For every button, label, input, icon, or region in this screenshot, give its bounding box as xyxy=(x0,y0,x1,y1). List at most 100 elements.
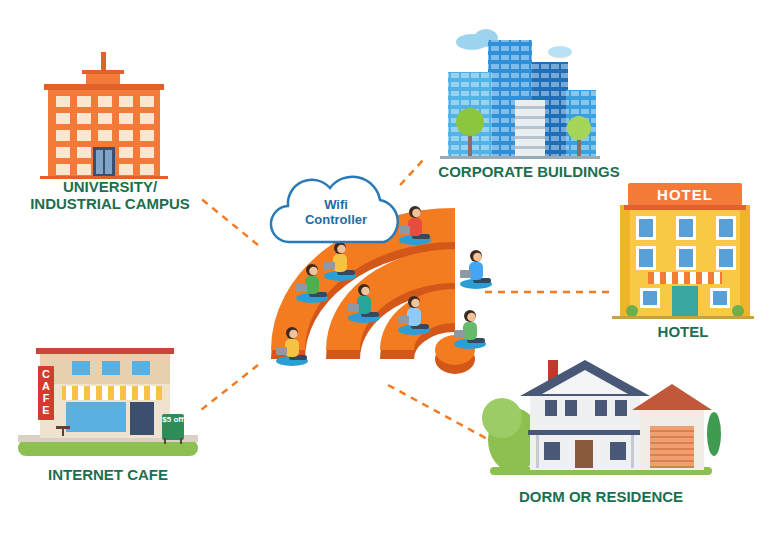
wifi-symbol xyxy=(288,225,455,350)
wifi-users xyxy=(460,250,492,289)
university-building xyxy=(56,96,154,175)
dashed-link xyxy=(201,365,258,410)
dorm-house xyxy=(640,408,704,470)
hotel-building xyxy=(640,288,660,308)
university-building xyxy=(82,70,124,74)
dashed-link xyxy=(388,385,488,439)
location-label: UNIVERSITY/ INDUSTRIAL CAMPUS xyxy=(18,178,202,213)
university-building xyxy=(93,147,115,178)
corporate-buildings xyxy=(448,72,492,158)
corporate-buildings xyxy=(515,100,545,158)
dorm-house xyxy=(536,435,539,468)
hotel-building xyxy=(713,291,727,305)
location-label: CORPORATE BUILDINGS xyxy=(426,163,632,180)
cafe-building xyxy=(18,348,198,456)
dorm-house xyxy=(482,398,522,438)
location-node: HOTEL xyxy=(612,178,754,345)
location-node: UNIVERSITY/ INDUSTRIAL CAMPUS xyxy=(18,50,202,230)
cafe-building xyxy=(180,438,182,444)
corporate-buildings xyxy=(548,46,572,58)
cafe-building xyxy=(72,361,90,375)
wifi-symbol xyxy=(288,225,475,374)
hotel-sign-text: HOTEL xyxy=(628,186,742,204)
cafe-building xyxy=(36,348,174,354)
corporate-buildings xyxy=(448,72,492,158)
cafe-building xyxy=(62,429,64,436)
dashed-link xyxy=(400,157,426,185)
location-label: DORM OR RESIDENCE xyxy=(488,488,714,505)
wifi-users xyxy=(454,310,486,349)
university-building xyxy=(40,52,168,179)
corporate-buildings xyxy=(567,116,591,140)
wifi-users xyxy=(276,327,308,366)
dorm-house xyxy=(650,426,694,468)
university-building xyxy=(96,150,103,174)
hotel-building xyxy=(710,288,730,308)
corporate-buildings xyxy=(566,90,596,158)
dorm-house xyxy=(544,442,560,460)
location-node: DORM OR RESIDENCE xyxy=(488,353,714,510)
cafe-building xyxy=(38,366,54,420)
wifi-symbol xyxy=(343,266,455,350)
cafe-building xyxy=(164,438,166,444)
dorm-house xyxy=(528,430,642,435)
cafe-building xyxy=(102,361,120,375)
hotel-building xyxy=(628,183,742,206)
dorm-house xyxy=(595,400,607,416)
corporate-buildings xyxy=(566,90,596,158)
wifi-users xyxy=(296,264,328,303)
hotel-building xyxy=(624,205,746,210)
wifi-users xyxy=(398,296,430,335)
location-label: INTERNET CAFE xyxy=(15,466,201,483)
dorm-house xyxy=(520,360,650,396)
dorm-house xyxy=(610,442,626,460)
dorm-house xyxy=(565,400,577,416)
university-building xyxy=(105,150,112,174)
hotel-building xyxy=(620,205,750,318)
cafe-building xyxy=(56,426,70,429)
wifi-users xyxy=(348,284,380,323)
corporate-buildings xyxy=(515,136,545,139)
corporate-buildings xyxy=(515,146,545,149)
cafe-building xyxy=(66,402,126,432)
hotel-building xyxy=(643,291,657,305)
corporate-buildings xyxy=(515,116,545,119)
dorm-house xyxy=(482,360,721,475)
wifi-symbol xyxy=(288,225,455,350)
controller-cloud xyxy=(271,177,398,242)
university-building xyxy=(44,84,164,90)
dorm-house xyxy=(545,400,557,416)
cafe-building xyxy=(40,352,170,384)
dorm-house xyxy=(632,384,712,410)
controller-cloud xyxy=(271,177,398,242)
corporate-buildings xyxy=(456,108,484,136)
university-building xyxy=(48,86,160,178)
corporate-buildings xyxy=(515,126,545,129)
cafe-sign-text: CAFE xyxy=(41,368,52,416)
cafe-building xyxy=(130,402,154,435)
dorm-house xyxy=(707,412,721,456)
wifi-users xyxy=(324,242,356,281)
corporate-buildings xyxy=(440,29,600,159)
hotel-building xyxy=(636,216,736,270)
hotel-building xyxy=(612,183,754,319)
corporate-buildings xyxy=(515,106,545,109)
corporate-buildings xyxy=(440,156,600,159)
university-building xyxy=(86,72,120,86)
controller-label: Wifi Controller xyxy=(292,198,380,228)
cafe-building xyxy=(162,414,184,440)
price-sign-text: $5 off xyxy=(162,416,184,425)
dorm-house xyxy=(631,435,634,468)
hotel-building xyxy=(612,316,754,319)
dorm-house xyxy=(615,400,627,416)
hotel-building xyxy=(740,205,750,318)
cafe-building xyxy=(18,440,198,456)
hotel-building xyxy=(672,286,698,318)
location-label: HOTEL xyxy=(612,323,754,340)
hotel-building xyxy=(620,205,630,318)
hotel-building xyxy=(626,305,638,317)
cafe-building xyxy=(62,386,162,400)
location-node: CORPORATE BUILDINGS xyxy=(426,28,632,183)
